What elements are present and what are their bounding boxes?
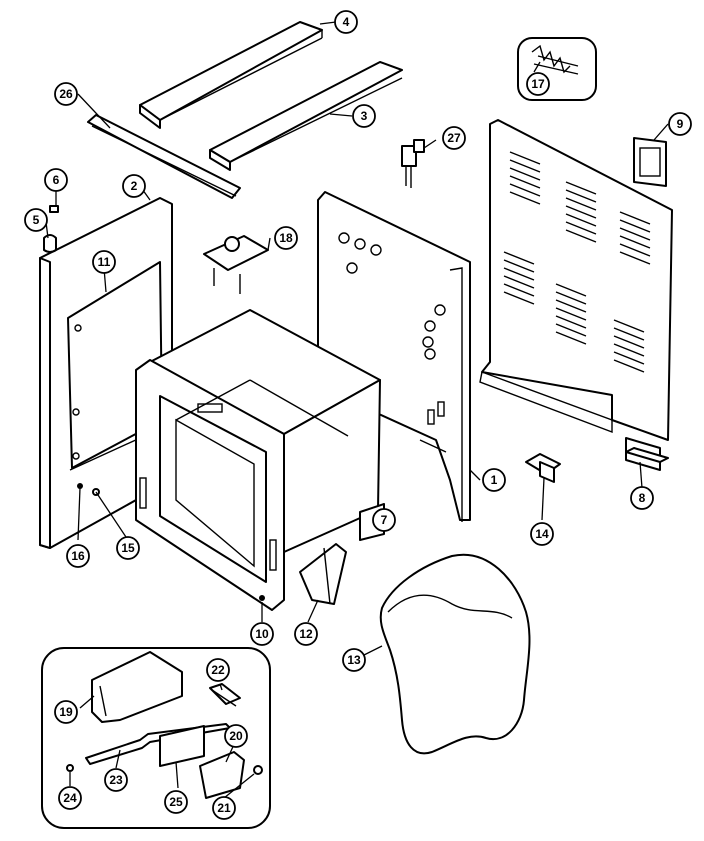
callout-label: 6 xyxy=(53,173,60,187)
rear-panel-part xyxy=(479,119,673,441)
detail-inset-box xyxy=(41,647,271,829)
callout-label: 24 xyxy=(63,791,77,805)
callout-12: 12 xyxy=(294,622,318,646)
callout-label: 16 xyxy=(71,549,85,563)
callout-15: 15 xyxy=(116,536,140,560)
top-channel-part xyxy=(139,21,323,129)
callout-25: 25 xyxy=(164,790,188,814)
callout-label: 11 xyxy=(98,255,111,269)
screw-parts xyxy=(77,483,265,601)
callout-label: 7 xyxy=(381,513,388,527)
callout-20: 20 xyxy=(224,724,248,748)
callout-label: 13 xyxy=(347,653,361,667)
hinge-bracket-part xyxy=(299,543,347,605)
callout-24: 24 xyxy=(58,786,82,810)
callout-label: 8 xyxy=(639,491,646,505)
callout-14: 14 xyxy=(530,522,554,546)
callout-26: 26 xyxy=(54,82,78,106)
callout-label: 5 xyxy=(33,213,40,227)
callout-label: 10 xyxy=(255,627,269,641)
oven-cavity-part xyxy=(135,309,381,611)
callout-21: 21 xyxy=(212,796,236,820)
callout-2: 2 xyxy=(122,174,146,198)
callout-6: 6 xyxy=(44,168,68,192)
trim-strip-part xyxy=(87,114,241,199)
callout-label: 12 xyxy=(299,627,313,641)
light-assembly-part xyxy=(203,235,269,294)
callout-label: 2 xyxy=(131,179,138,193)
callout-17: 17 xyxy=(526,72,550,96)
callout-16: 16 xyxy=(66,544,90,568)
callout-label: 27 xyxy=(447,131,461,145)
callout-label: 1 xyxy=(491,473,498,487)
callout-label: 20 xyxy=(229,729,243,743)
callout-18: 18 xyxy=(274,226,298,250)
callout-3: 3 xyxy=(352,104,376,128)
callout-label: 4 xyxy=(343,15,350,29)
callout-8: 8 xyxy=(630,486,654,510)
callout-7: 7 xyxy=(372,508,396,532)
callout-5: 5 xyxy=(24,208,48,232)
knob-part xyxy=(43,205,59,253)
callout-label: 23 xyxy=(109,773,123,787)
insulation-blanket-part xyxy=(379,553,531,755)
callout-27: 27 xyxy=(442,126,466,150)
callout-label: 25 xyxy=(169,795,183,809)
callout-23: 23 xyxy=(104,768,128,792)
callout-4: 4 xyxy=(334,10,358,34)
cover-plate-part xyxy=(633,137,667,187)
callout-9: 9 xyxy=(668,112,692,136)
rear-panel-louvers xyxy=(503,151,651,373)
bottom-bracket-part xyxy=(625,437,669,471)
callout-1: 1 xyxy=(482,468,506,492)
callout-label: 9 xyxy=(677,117,684,131)
callout-label: 19 xyxy=(59,705,73,719)
callout-11: 11 xyxy=(92,250,116,274)
callout-13: 13 xyxy=(342,648,366,672)
callout-label: 17 xyxy=(531,77,545,91)
callout-label: 3 xyxy=(361,109,368,123)
top-rail-part xyxy=(209,61,403,171)
callout-22: 22 xyxy=(206,658,230,682)
callout-label: 21 xyxy=(217,801,231,815)
callout-label: 22 xyxy=(211,663,225,677)
callout-10: 10 xyxy=(250,622,274,646)
switch-part xyxy=(401,139,425,188)
callout-label: 18 xyxy=(279,231,293,245)
callout-label: 15 xyxy=(121,541,135,555)
small-bracket-part xyxy=(525,453,561,483)
callout-label: 14 xyxy=(535,527,549,541)
callout-label: 26 xyxy=(59,87,73,101)
callout-19: 19 xyxy=(54,700,78,724)
